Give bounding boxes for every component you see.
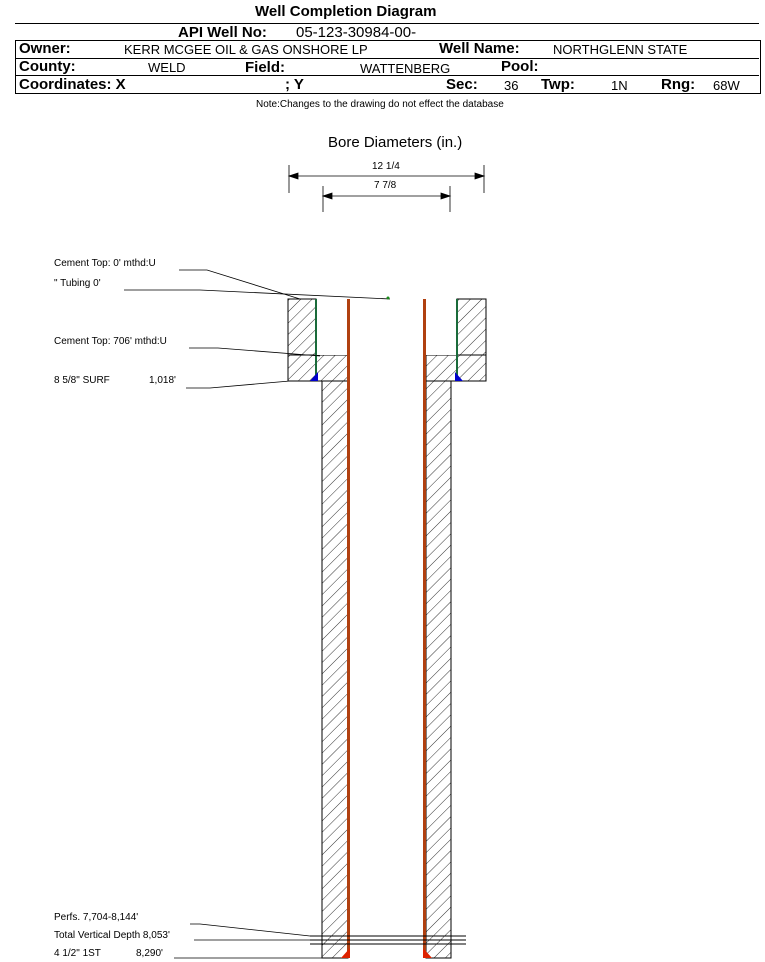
bore-diameters-title: Bore Diameters (in.) <box>328 134 463 151</box>
outer-bore-dimension <box>287 165 486 193</box>
header-table <box>15 40 761 94</box>
production-casing-label: 4 1/2" 1ST <box>54 948 101 959</box>
county-value: WELD <box>148 60 186 75</box>
cement-top-label-1: Cement Top: 0' mthd:U <box>54 258 156 269</box>
well-name-value: NORTHGLENN STATE <box>553 42 688 57</box>
api-row <box>15 23 759 24</box>
perforations-label: Perfs. 7,704-8,144' <box>54 912 139 923</box>
surface-shoe-left <box>310 372 318 381</box>
production-cement-upper-right <box>426 299 457 355</box>
api-value: 05-123-30984-00- <box>296 24 417 41</box>
header-divider-2 <box>15 75 759 76</box>
tubing-marker <box>386 296 390 300</box>
perforation-lines <box>310 935 466 945</box>
leader-lines <box>124 269 391 959</box>
coordinates-label: Coordinates: X <box>19 76 126 93</box>
production-casing-right <box>423 299 426 958</box>
production-cement-upper-left <box>316 299 348 355</box>
sec-label: Sec: <box>446 76 478 93</box>
production-casing-left <box>347 299 350 958</box>
rng-label: Rng: <box>661 76 696 93</box>
outer-bore-label: 12 1/4 <box>372 161 400 172</box>
production-shoe-right <box>423 948 432 958</box>
twp-label: Twp: <box>541 76 575 93</box>
page-title: Well Completion Diagram <box>255 3 437 20</box>
owner-label: Owner: <box>19 40 71 57</box>
field-label: Field: <box>245 59 285 76</box>
field-value: WATTENBERG <box>360 61 451 76</box>
pool-label: Pool: <box>501 58 539 75</box>
inner-bore-dimension <box>321 186 452 212</box>
production-casing-depth: 8,290' <box>136 948 163 959</box>
total-vertical-depth-label: Total Vertical Depth 8,053' <box>54 930 170 941</box>
production-cement-right <box>425 380 452 959</box>
api-label: API Well No: <box>178 24 267 41</box>
well-name-label: Well Name: <box>439 40 520 57</box>
county-label: County: <box>19 58 76 75</box>
twp-value: 1N <box>611 78 628 93</box>
production-cement-left <box>321 380 349 959</box>
tubing-label: " Tubing 0' <box>54 278 101 289</box>
surface-casing-depth: 1,018' <box>149 375 176 386</box>
surface-shoe-right <box>455 372 463 381</box>
sec-value: 36 <box>504 78 519 93</box>
cement-top-label-2: Cement Top: 706' mthd:U <box>54 336 167 347</box>
header-divider-1 <box>15 58 759 59</box>
coordinates-y-label: ; Y <box>285 76 304 93</box>
note-text: Note:Changes to the drawing do not effec… <box>256 99 504 110</box>
rng-value: 68W <box>713 78 740 93</box>
surface-casing-label: 8 5/8" SURF <box>54 375 110 386</box>
production-shoe-left <box>341 948 350 958</box>
inner-bore-label: 7 7/8 <box>374 180 397 191</box>
owner-value: KERR MCGEE OIL & GAS ONSHORE LP <box>124 42 368 57</box>
